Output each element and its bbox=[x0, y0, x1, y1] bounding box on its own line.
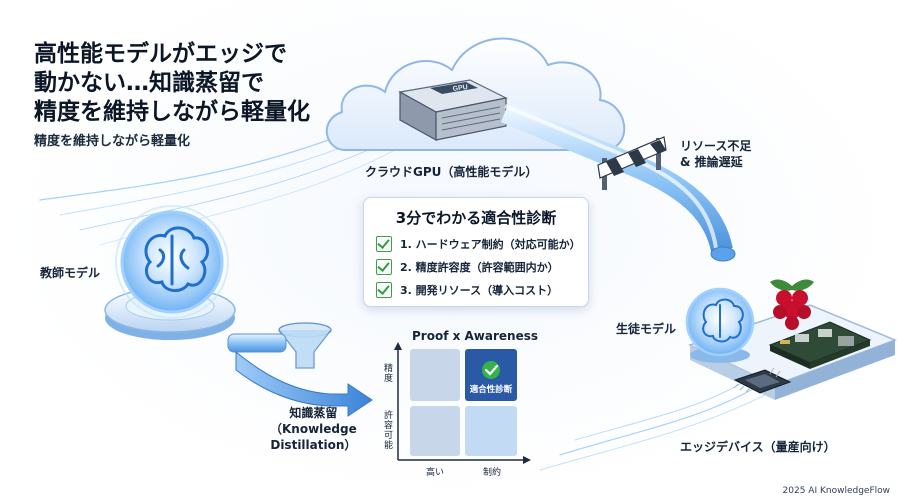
barrier-icon bbox=[597, 136, 667, 190]
distillation-line-2: （Knowledge bbox=[270, 422, 357, 436]
teacher-pipe bbox=[227, 333, 287, 353]
title-line-3: 精度を維持しながら軽量化 bbox=[34, 99, 310, 125]
fit-check-title: 3分でわかる適合性診断 bbox=[395, 209, 557, 227]
chip-icon bbox=[733, 367, 792, 394]
bottleneck-line-1: リソース不足 bbox=[680, 139, 752, 153]
matrix-y-top-label: 精度 bbox=[384, 364, 394, 384]
student-brain-icon bbox=[702, 298, 744, 343]
check-item-text: 2. 精度許容度（許容範囲内か） bbox=[400, 261, 559, 274]
teacher-platform bbox=[104, 205, 236, 340]
fit-matrix bbox=[394, 342, 531, 464]
check-item-text: 1. ハードウェア制約（対応可能か） bbox=[400, 238, 581, 251]
gpu-chip-text: GPU bbox=[452, 84, 468, 93]
cloud-label: クラウドGPU（高性能モデル） bbox=[365, 165, 538, 179]
student-label: 生徒モデル bbox=[616, 322, 677, 336]
fit-check-panel: 3分でわかる適合性診断 1. ハードウェア制約（対応可能か） 2. 精度許容度（… bbox=[363, 197, 589, 307]
title-line-1: 高性能モデルがエッジで bbox=[34, 41, 287, 67]
checkbox-checked-icon bbox=[376, 282, 392, 298]
page-title: 高性能モデルがエッジで 動かない…知識蒸留で 精度を維持しながら軽量化 bbox=[34, 40, 310, 127]
check-item-text: 3. 開発リソース（導入コスト） bbox=[400, 284, 559, 297]
edge-device-label: エッジデバイス（量産向け） bbox=[680, 440, 836, 454]
matrix-title: Proof x Awareness bbox=[412, 329, 539, 343]
matrix-x-right-label: 制約 bbox=[483, 468, 502, 478]
check-item: 3. 開発リソース（導入コスト） bbox=[376, 281, 558, 299]
checkbox-checked-icon bbox=[376, 236, 392, 252]
check-item: 1. ハードウェア制約（対応可能か） bbox=[376, 235, 581, 253]
title-line-2: 動かない…知識蒸留で bbox=[34, 70, 264, 96]
distillation-arrow bbox=[235, 350, 373, 417]
teacher-label: 教師モデル bbox=[40, 266, 101, 280]
gpu-server-icon bbox=[398, 79, 508, 142]
matrix-x-left-label: 高い bbox=[426, 468, 445, 478]
data-pipe bbox=[500, 101, 736, 262]
matrix-highlight-label: 適合性診断 bbox=[469, 385, 513, 395]
board-icon bbox=[768, 321, 872, 369]
distillation-label: 知識蒸留 （Knowledge Distillation） bbox=[270, 405, 357, 453]
credit-text: 2025 AI KnowledgeFlow bbox=[782, 486, 890, 496]
distillation-line-1: 知識蒸留 bbox=[289, 406, 338, 420]
matrix-y-bottom-label: 許容可能 bbox=[384, 411, 394, 451]
brain-icon bbox=[144, 226, 210, 292]
check-item: 2. 精度許容度（許容範囲内か） bbox=[376, 258, 559, 276]
raspberry-pi-icon bbox=[770, 279, 814, 330]
bottleneck-label: リソース不足 & 推論遅延 bbox=[680, 138, 751, 170]
distillation-line-3: Distillation） bbox=[270, 438, 357, 452]
funnel-icon bbox=[278, 322, 332, 369]
checkbox-checked-icon bbox=[376, 259, 392, 275]
bottleneck-line-2: & 推論遅延 bbox=[680, 155, 743, 169]
page-subtitle: 精度を維持しながら軽量化 bbox=[34, 134, 191, 149]
